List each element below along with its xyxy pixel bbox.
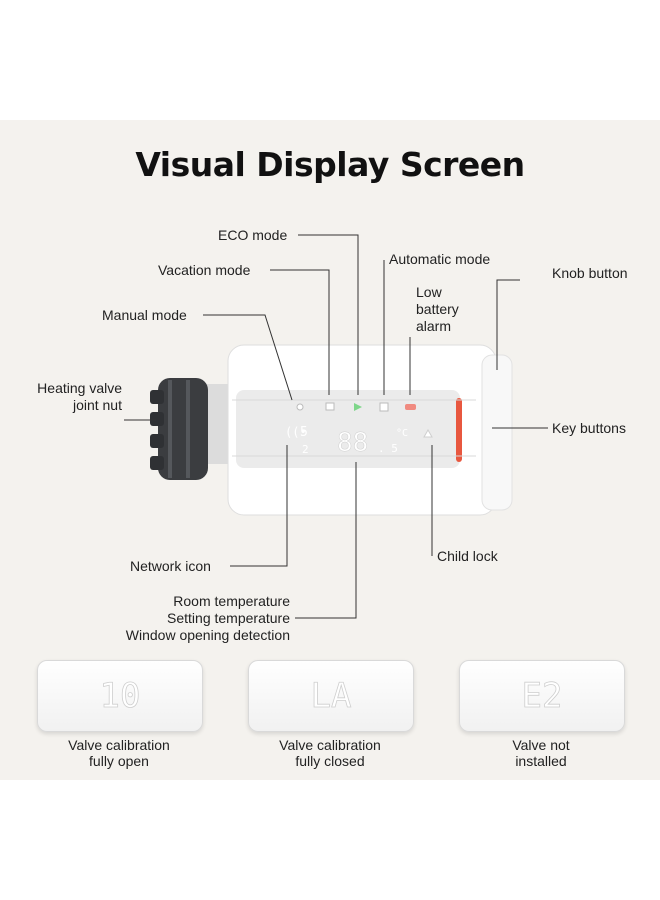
network-icon: ((•	[285, 425, 307, 439]
thermostat-body	[227, 344, 513, 516]
child-lock-icon	[423, 428, 433, 438]
valve-joint-nut	[150, 378, 233, 480]
label-low-battery: Low battery alarm	[416, 284, 459, 335]
key-buttons-accent	[456, 398, 462, 462]
display-card-calibration-closed: LA	[248, 660, 414, 732]
vacation-mode-icon	[325, 402, 335, 411]
caption-line2: installed	[515, 753, 567, 769]
label-network-icon: Network icon	[130, 558, 211, 574]
caption-line1: Valve not	[512, 737, 570, 753]
caption-line1: Valve calibration	[279, 737, 381, 753]
caption-calibration-open: Valve calibration fully open	[37, 737, 201, 769]
label-setting-temperature: Setting temperature	[167, 610, 290, 626]
display-code-la: LA	[311, 676, 352, 716]
leader-lines	[124, 234, 548, 619]
label-eco-mode: ECO mode	[218, 227, 288, 243]
caption-calibration-closed: Valve calibration fully closed	[248, 737, 412, 769]
display-code-10: 10	[100, 676, 141, 716]
label-low-battery-line2: battery	[416, 301, 459, 317]
caption-not-installed: Valve not installed	[459, 737, 623, 769]
label-heating-valve-line1: Heating valve	[37, 380, 122, 396]
display-card-not-installed: E2	[459, 660, 625, 732]
label-window-opening: Window opening detection	[125, 627, 290, 643]
eco-mode-icon	[354, 403, 362, 411]
label-heating-valve-line2: joint nut	[72, 397, 122, 413]
window-detect-icon: 2	[302, 443, 309, 456]
room-temp-digit: 5	[300, 425, 308, 440]
display-card-calibration-open: 10	[37, 660, 203, 732]
label-key-buttons: Key buttons	[552, 420, 626, 436]
label-knob-button: Knob button	[552, 265, 628, 281]
caption-line2: fully closed	[295, 753, 365, 769]
display-code-e2: E2	[522, 676, 563, 716]
page-title: Visual Display Screen	[135, 145, 525, 184]
label-vacation-mode: Vacation mode	[158, 262, 251, 278]
label-child-lock: Child lock	[437, 548, 498, 564]
label-low-battery-line1: Low	[416, 284, 442, 300]
low-battery-icon	[405, 404, 416, 410]
label-low-battery-line3: alarm	[416, 318, 452, 334]
label-room-temperature: Room temperature	[173, 593, 290, 609]
label-heating-valve: Heating valve joint nut	[12, 380, 122, 414]
decimal-digit: . 5	[378, 442, 398, 455]
celsius-icon: °C	[396, 428, 408, 439]
setting-temp-digits: 88	[337, 428, 368, 458]
caption-line2: fully open	[89, 753, 149, 769]
automatic-mode-icon	[379, 402, 389, 412]
manual-mode-icon	[296, 403, 304, 411]
label-manual-mode: Manual mode	[102, 307, 187, 323]
caption-line1: Valve calibration	[68, 737, 170, 753]
label-automatic-mode: Automatic mode	[389, 251, 491, 267]
